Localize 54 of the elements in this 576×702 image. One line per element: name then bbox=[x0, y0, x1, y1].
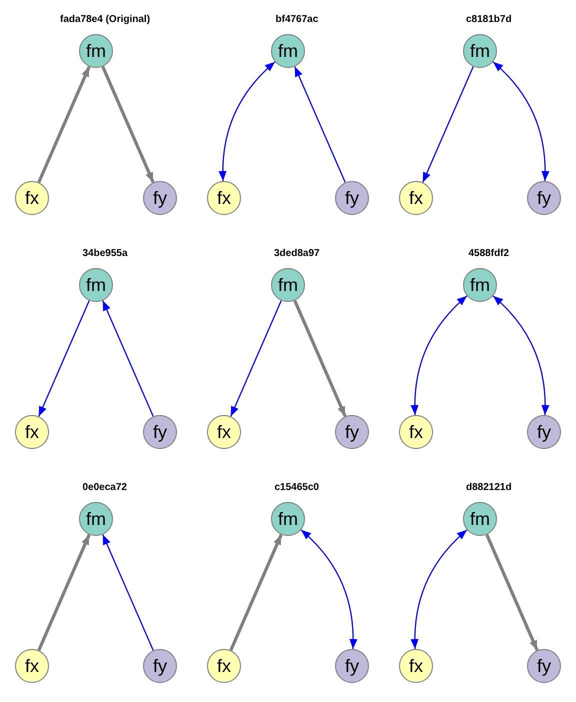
graph-node: fy bbox=[335, 649, 369, 683]
arrow bbox=[485, 534, 539, 652]
arrow bbox=[294, 66, 346, 183]
graph-node: fx bbox=[15, 415, 49, 449]
graph-node: fm bbox=[79, 502, 113, 536]
graph-node: fm bbox=[271, 34, 305, 68]
arrow bbox=[37, 66, 91, 184]
graph-node: fm bbox=[271, 502, 305, 536]
panel-title: d882121d bbox=[466, 482, 512, 494]
graph-node: fy bbox=[527, 415, 561, 449]
graph-node: fx bbox=[399, 181, 433, 215]
graph-node: fm bbox=[463, 268, 497, 302]
double-headed-arrow bbox=[300, 529, 358, 650]
graph-node: fy bbox=[143, 649, 177, 683]
panel-title: 34be955a bbox=[82, 248, 128, 260]
arrow bbox=[230, 300, 282, 417]
graph-node: fx bbox=[15, 649, 49, 683]
graph-node: fx bbox=[399, 649, 433, 683]
arrow bbox=[102, 300, 154, 417]
graph-node: fy bbox=[335, 415, 369, 449]
arrow bbox=[38, 300, 90, 417]
arrow bbox=[293, 300, 347, 418]
graph-node: fm bbox=[79, 268, 113, 302]
panel-title: 3ded8a97 bbox=[274, 248, 320, 260]
panel-title: c8181b7d bbox=[466, 14, 512, 26]
graph-node: fm bbox=[463, 34, 497, 68]
arrow bbox=[37, 534, 91, 652]
graph-node: fm bbox=[79, 34, 113, 68]
graph-node: fy bbox=[143, 415, 177, 449]
arrow bbox=[101, 66, 155, 184]
graph-node: fm bbox=[271, 268, 305, 302]
double-headed-arrow bbox=[410, 529, 468, 650]
panel-title: 4588fdf2 bbox=[468, 248, 510, 260]
graph-node: fx bbox=[15, 181, 49, 215]
arrow bbox=[229, 534, 283, 652]
graph-node: fx bbox=[207, 415, 241, 449]
graph-node: fx bbox=[207, 181, 241, 215]
double-headed-arrow bbox=[410, 295, 468, 416]
graph-node: fx bbox=[399, 415, 433, 449]
graph-node: fy bbox=[527, 649, 561, 683]
arrow bbox=[422, 66, 474, 183]
panel-title: c15465c0 bbox=[274, 482, 319, 494]
double-headed-arrow bbox=[218, 61, 276, 182]
graph-node: fm bbox=[463, 502, 497, 536]
panel-title: bf4767ac bbox=[276, 14, 318, 26]
graph-node: fx bbox=[207, 649, 241, 683]
graph-node: fy bbox=[335, 181, 369, 215]
panel-title: 0e0eca72 bbox=[82, 482, 127, 494]
double-headed-arrow bbox=[492, 61, 550, 182]
graph-node: fy bbox=[527, 181, 561, 215]
graph-node: fy bbox=[143, 181, 177, 215]
double-headed-arrow bbox=[492, 295, 550, 416]
panel-title: fada78e4 (Original) bbox=[60, 14, 150, 26]
arrow bbox=[102, 534, 154, 651]
